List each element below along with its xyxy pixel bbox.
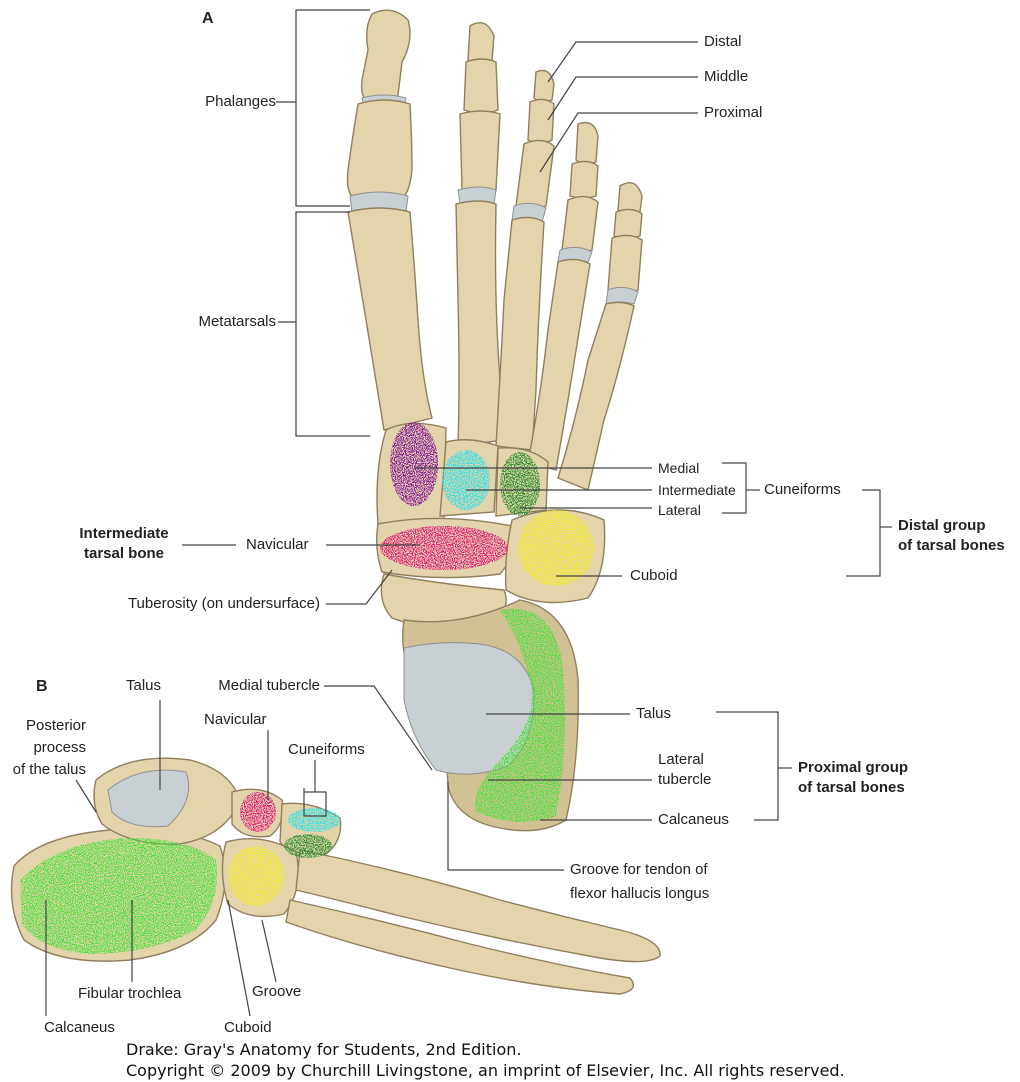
- credit-line-1: Drake: Gray's Anatomy for Students, 2nd …: [126, 1040, 522, 1059]
- label-calcaneus-a: Calcaneus: [658, 811, 729, 828]
- label-posterior-process-2: process: [33, 739, 86, 756]
- label-fibular-trochlea: Fibular trochlea: [78, 985, 182, 1002]
- view-a-bones: [346, 9, 643, 832]
- label-medial-tubercle: Medial tubercle: [218, 677, 320, 694]
- label-metatarsals: Metatarsals: [198, 313, 276, 330]
- label-distal-group-2: of tarsal bones: [898, 537, 1005, 554]
- label-proximal-group-2: of tarsal bones: [798, 779, 905, 796]
- label-intermediate-tarsal-2: tarsal bone: [83, 545, 165, 562]
- view-a-highlights: [380, 422, 594, 823]
- label-tuberosity: Tuberosity (on undersurface): [127, 595, 320, 612]
- panel-label-a: A: [202, 10, 214, 27]
- label-middle-phalanx: Middle: [704, 68, 749, 85]
- label-distal-phalanx: Distal: [704, 33, 742, 50]
- leader-lines: [45, 9, 892, 1017]
- view-b-highlights: [20, 792, 340, 954]
- label-intermediate-tarsal-1: Intermediate: [79, 525, 169, 542]
- label-distal-group-1: Distal group: [898, 517, 986, 534]
- label-lateral-cuneiform: Lateral: [658, 502, 701, 518]
- label-groove-fhl-1: Groove for tendon of: [570, 861, 708, 878]
- label-groove-b: Groove: [252, 983, 302, 1000]
- label-intermediate-cuneiform: Intermediate: [658, 482, 736, 498]
- credit-line-2: Copyright © 2009 by Churchill Livingston…: [126, 1061, 845, 1080]
- label-proximal-group-1: Proximal group: [798, 759, 909, 776]
- label-posterior-process-1: Posterior: [25, 717, 86, 734]
- label-phalanges: Phalanges: [205, 93, 276, 110]
- label-cuboid-b: Cuboid: [224, 1019, 272, 1036]
- label-navicular-a: Navicular: [246, 536, 309, 553]
- label-lateral-tubercle-2: tubercle: [658, 771, 712, 788]
- label-cuboid-a: Cuboid: [630, 567, 678, 584]
- label-medial-cuneiform: Medial: [658, 460, 700, 476]
- label-calcaneus-b: Calcaneus: [44, 1019, 115, 1036]
- panel-label-b: B: [36, 678, 48, 695]
- label-navicular-b: Navicular: [204, 711, 267, 728]
- label-lateral-tubercle-1: Lateral: [658, 751, 704, 768]
- label-proximal-phalanx: Proximal: [704, 104, 763, 121]
- label-groove-fhl-2: flexor hallucis longus: [570, 885, 710, 902]
- label-cuneiforms-a: Cuneiforms: [764, 481, 841, 498]
- label-talus-b: Talus: [126, 677, 162, 694]
- label-cuneiforms-b: Cuneiforms: [288, 741, 365, 758]
- label-posterior-process-3: of the talus: [12, 761, 86, 778]
- label-talus-a: Talus: [636, 705, 672, 722]
